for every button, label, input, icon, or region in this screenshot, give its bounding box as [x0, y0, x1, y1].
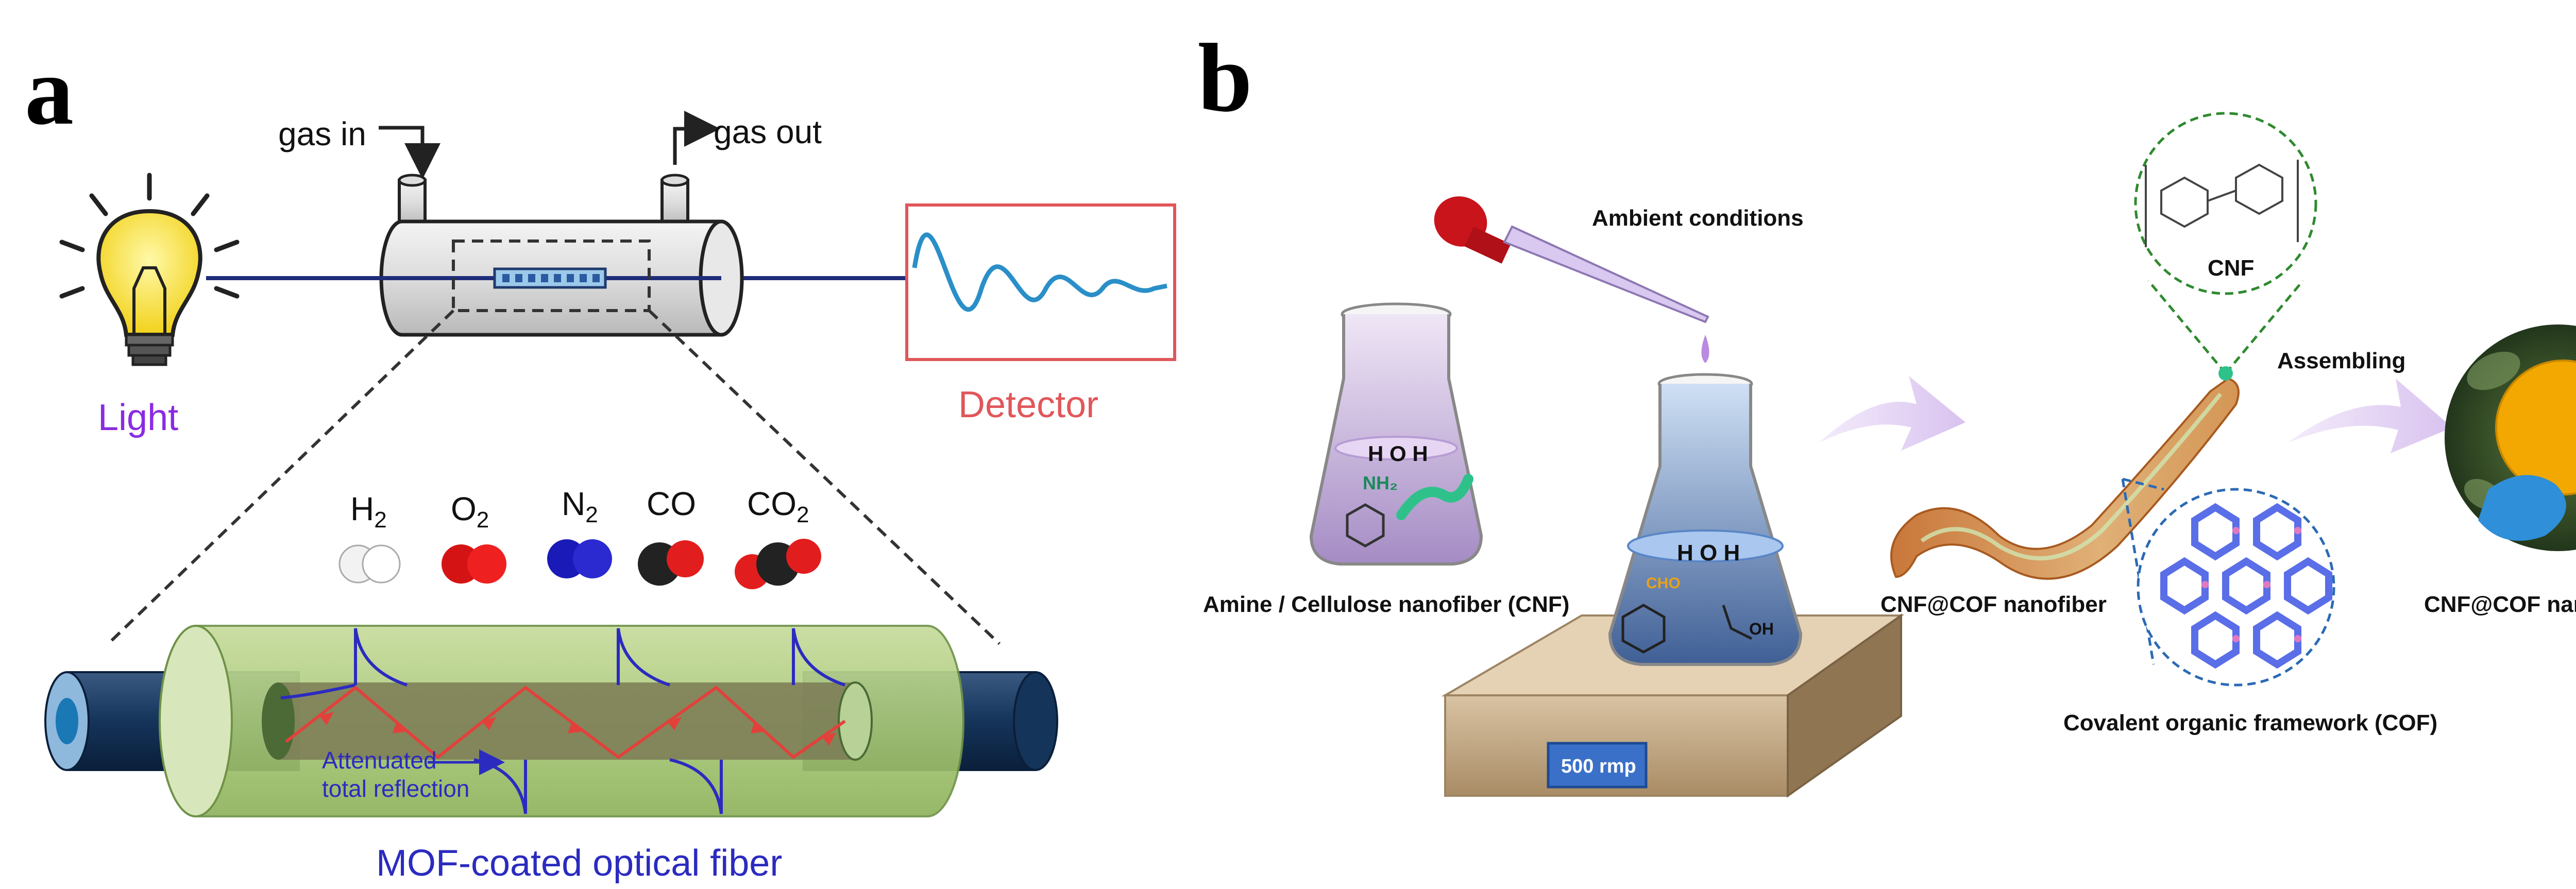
signal-wave	[912, 232, 1167, 312]
o2-molecule-icon	[442, 544, 506, 584]
light-label: Light	[98, 397, 178, 438]
fiber-label: MOF-coated optical fiber	[376, 843, 782, 884]
pipette-icon	[1434, 196, 1709, 323]
zoom-box	[452, 240, 651, 312]
nanopaper-photo	[2445, 324, 2576, 551]
amine-flask: H O H NH₂	[1309, 302, 1483, 566]
flask2-cho: CHO	[1646, 575, 1681, 592]
speed-label: 500 rmp	[1561, 756, 1636, 777]
flask2-water: H O H	[1677, 540, 1740, 566]
reaction-flask: H O H CHO OH	[1608, 373, 1803, 666]
cof-zoom	[2121, 477, 2335, 687]
speed-display	[1547, 742, 1648, 789]
fiber-segment	[493, 267, 607, 289]
cof-label: Covalent organic framework (COF)	[2063, 710, 2437, 736]
ambient-label: Ambient conditions	[1592, 206, 1804, 231]
gas-in-arrow	[379, 126, 440, 179]
stirrer-plate: 500 rmp	[1441, 613, 1905, 798]
gloved-hand-icon	[2478, 475, 2566, 541]
gas-label-n2: N2	[562, 485, 598, 527]
cnf-zoom: CNF	[2134, 112, 2317, 381]
process-arrow-1	[1819, 376, 1965, 451]
n2-molecule-icon	[547, 539, 612, 578]
panel-b-letter: b	[1198, 24, 1252, 132]
light-bulb-icon	[59, 173, 240, 366]
gas-label-co2: CO2	[747, 485, 809, 527]
fiber-core	[278, 682, 855, 760]
nanopaper-label: CNF@COF nanopaper	[2424, 592, 2576, 617]
panel-a: a Light	[25, 37, 1176, 884]
flask1-water: H O H	[1368, 441, 1428, 466]
cof-lattice-icon	[2160, 503, 2332, 669]
atr-label-line1: Attenuated	[322, 747, 437, 774]
zoom-line-right	[648, 309, 1001, 645]
detector-label: Detector	[958, 384, 1098, 425]
co2-molecule-icon	[735, 539, 821, 589]
gas-out-label: gas out	[714, 113, 822, 150]
benzene-ring-icon	[1346, 503, 1385, 548]
cnf-label: CNF	[2208, 255, 2254, 281]
nanofiber-label: CNF@COF nanofiber	[1880, 592, 2107, 617]
gas-in-label: gas in	[278, 115, 366, 152]
process-arrow-2	[2287, 379, 2452, 453]
assembling-label: Assembling	[2277, 348, 2405, 373]
gas-out-arrow	[673, 111, 720, 165]
h2-molecule-icon	[338, 544, 401, 584]
cnf-structure-icon	[2145, 160, 2299, 247]
cnf-cof-nanofiber	[1890, 377, 2240, 580]
panel-a-letter: a	[25, 37, 74, 145]
cnf-strand-icon	[1396, 474, 1473, 520]
atr-label-line2: total reflection	[322, 775, 469, 802]
gas-label-h2: H2	[350, 490, 387, 533]
gas-label-co: CO	[647, 485, 696, 522]
flask2-oh: OH	[1749, 620, 1774, 638]
flask1-nh2: NH₂	[1363, 472, 1398, 493]
zoom-line-left	[107, 309, 455, 645]
co-molecule-icon	[638, 540, 704, 586]
benzaldehyde-ring-icon	[1621, 604, 1666, 654]
evanescent-waves	[280, 628, 845, 814]
detector-box	[905, 203, 1176, 361]
mof-fiber: Attenuated total reflection	[44, 625, 1058, 817]
gas-molecules: H2 O2 N2 CO CO2	[338, 485, 821, 589]
gas-label-o2: O2	[451, 490, 489, 533]
gas-cell	[206, 174, 744, 337]
amine-cnf-label: Amine / Cellulose nanofiber (CNF)	[1203, 592, 1569, 617]
panel-b: b Ambient conditions H O H NH₂ Amine / C…	[1198, 24, 2576, 798]
